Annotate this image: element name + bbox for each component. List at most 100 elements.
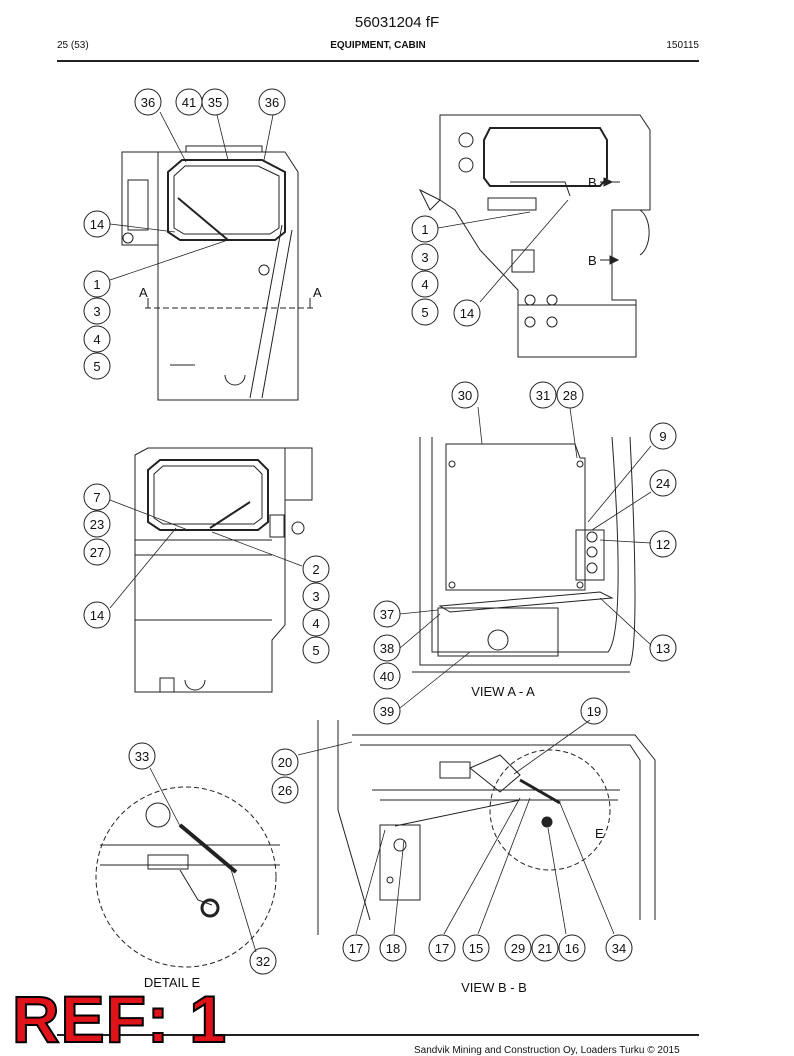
svg-text:1: 1 [93, 277, 100, 292]
callout-33: 33 [128, 742, 156, 770]
callout-7: 7 [83, 483, 111, 511]
callouts: 36 41 35 36 14 1 3 4 5 1 3 4 5 14 7 23 2… [83, 88, 677, 975]
callout-29: 29 [504, 934, 532, 962]
svg-text:2: 2 [312, 562, 319, 577]
svg-text:17: 17 [349, 941, 363, 956]
callout-5a: 5 [83, 352, 111, 380]
callout-2: 2 [302, 555, 330, 583]
section-title: EQUIPMENT, CABIN [330, 40, 426, 51]
svg-text:18: 18 [386, 941, 400, 956]
svg-text:3: 3 [312, 589, 319, 604]
cabin-side-view [121, 145, 314, 401]
callout-40: 40 [373, 662, 401, 690]
section-marker-b-top: B [588, 175, 597, 190]
svg-text:17: 17 [435, 941, 449, 956]
section-marker-b-bottom: B [588, 253, 597, 268]
callout-12: 12 [649, 530, 677, 558]
cabin-rear-view [418, 114, 651, 358]
header-rule [57, 60, 699, 62]
callout-16: 16 [558, 934, 586, 962]
view-a-a-label: VIEW A - A [471, 684, 535, 699]
callout-14a: 14 [83, 210, 111, 238]
callout-4c: 4 [302, 609, 330, 637]
svg-text:5: 5 [421, 305, 428, 320]
svg-text:41: 41 [182, 95, 196, 110]
callout-28: 28 [556, 381, 584, 409]
svg-text:38: 38 [380, 641, 394, 656]
callout-1b: 1 [411, 215, 439, 243]
svg-text:9: 9 [659, 429, 666, 444]
svg-text:1: 1 [421, 222, 428, 237]
svg-text:15: 15 [469, 941, 483, 956]
svg-text:3: 3 [421, 250, 428, 265]
view-b-b-drawing [317, 720, 656, 935]
callout-13: 13 [649, 634, 677, 662]
svg-text:23: 23 [90, 517, 104, 532]
svg-text:14: 14 [90, 608, 104, 623]
svg-text:32: 32 [256, 954, 270, 969]
detail-e-marker: E [595, 826, 604, 841]
callout-34: 34 [605, 934, 633, 962]
svg-text:12: 12 [656, 537, 670, 552]
footer-rule [57, 1034, 699, 1036]
callout-36b: 36 [258, 88, 286, 116]
callout-19: 19 [580, 697, 608, 725]
svg-text:21: 21 [538, 941, 552, 956]
callout-3c: 3 [302, 582, 330, 610]
callout-23: 23 [83, 510, 111, 538]
svg-text:14: 14 [460, 306, 474, 321]
svg-text:30: 30 [458, 388, 472, 403]
detail-e-drawing [95, 786, 280, 968]
callout-26: 26 [271, 776, 299, 804]
callout-20: 20 [271, 748, 299, 776]
callout-36a: 36 [134, 88, 162, 116]
callout-9: 9 [649, 422, 677, 450]
svg-text:19: 19 [587, 704, 601, 719]
leader-lines [109, 111, 652, 953]
svg-text:34: 34 [612, 941, 626, 956]
svg-text:40: 40 [380, 669, 394, 684]
view-a-a-drawing [412, 436, 636, 673]
callout-3a: 3 [83, 297, 111, 325]
svg-text:31: 31 [536, 388, 550, 403]
svg-text:36: 36 [265, 95, 279, 110]
callout-41: 41 [175, 88, 203, 116]
view-b-b-label: VIEW B - B [461, 980, 527, 995]
cabin-front-view [134, 447, 313, 693]
svg-text:29: 29 [511, 941, 525, 956]
svg-text:4: 4 [421, 277, 428, 292]
svg-text:7: 7 [93, 490, 100, 505]
revision-date: 150115 [666, 40, 699, 51]
callout-27: 27 [83, 538, 111, 566]
document-number: 56031204 fF [354, 14, 440, 31]
callout-17b: 17 [428, 934, 456, 962]
callout-14c: 14 [83, 601, 111, 629]
callout-4b: 4 [411, 270, 439, 298]
callout-5b: 5 [411, 298, 439, 326]
page-number: 25 (53) [57, 40, 89, 51]
svg-text:3: 3 [93, 304, 100, 319]
callout-14b: 14 [453, 299, 481, 327]
callout-31: 31 [529, 381, 557, 409]
svg-text:27: 27 [90, 545, 104, 560]
footer-copyright: Sandvik Mining and Construction Oy, Load… [414, 1045, 680, 1056]
callout-17a: 17 [342, 934, 370, 962]
callout-39: 39 [373, 697, 401, 725]
detail-e-label: DETAIL E [144, 975, 201, 990]
svg-text:5: 5 [312, 643, 319, 658]
section-marker-a-left: A [139, 285, 148, 300]
svg-text:35: 35 [208, 95, 222, 110]
svg-text:39: 39 [380, 704, 394, 719]
ref-stamp: REF: 1 [11, 982, 228, 1056]
callout-32: 32 [249, 947, 277, 975]
svg-text:13: 13 [656, 641, 670, 656]
callout-35: 35 [201, 88, 229, 116]
svg-text:5: 5 [93, 359, 100, 374]
callout-21: 21 [531, 934, 559, 962]
callout-24: 24 [649, 469, 677, 497]
callout-37: 37 [373, 600, 401, 628]
svg-text:28: 28 [563, 388, 577, 403]
svg-text:33: 33 [135, 749, 149, 764]
callout-3b: 3 [411, 243, 439, 271]
